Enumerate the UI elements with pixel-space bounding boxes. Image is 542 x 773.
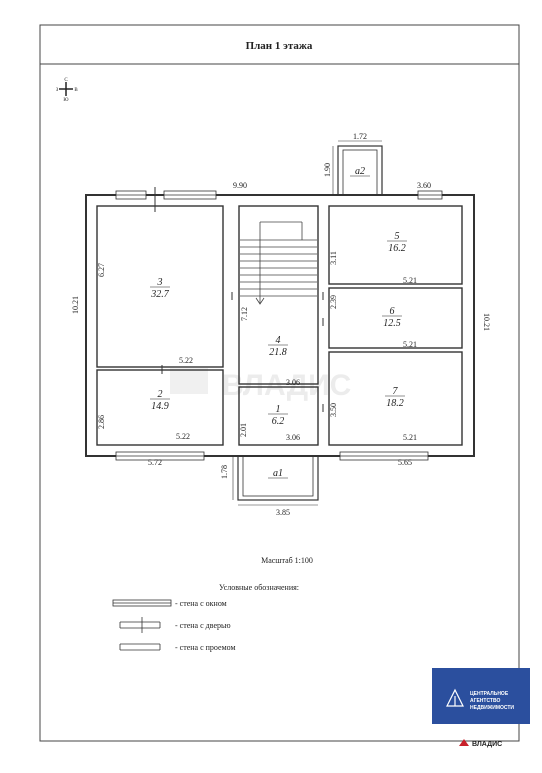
dim-room2-height: 2.86 <box>97 415 106 429</box>
brand-name: ВЛАДИС <box>472 741 502 748</box>
legend-door-label: - стена с дверью <box>175 621 231 630</box>
dim-room7-width: 5.21 <box>403 433 417 442</box>
dim-room5-width: 5.21 <box>403 276 417 285</box>
room-6-number: 6 <box>390 306 395 317</box>
room-4 <box>238 205 319 385</box>
scale-label: Масштаб 1:100 <box>261 556 313 565</box>
legend-window-symbol <box>112 599 172 607</box>
room-5-area: 16.2 <box>388 243 406 254</box>
dim-room3-height: 6.27 <box>97 263 106 277</box>
legend-door-symbol <box>119 617 161 633</box>
room-1-area: 6.2 <box>272 416 285 427</box>
room-7 <box>328 351 463 446</box>
dim-bottom-right: 5.65 <box>398 458 412 467</box>
dim-porch1-depth: 1.78 <box>220 465 229 479</box>
room-5-number: 5 <box>395 231 400 242</box>
staircase <box>240 221 317 305</box>
watermark-text: ВЛАДИС <box>222 369 351 402</box>
dim-right-total: 10.21 <box>482 313 491 331</box>
room-7-area: 18.2 <box>386 398 404 409</box>
badge-line-1: ЦЕНТРАЛЬНОЕ <box>470 691 509 697</box>
porch-a1-label: а1 <box>273 468 283 479</box>
compass-west: З <box>56 88 59 93</box>
dim-room2-width: 5.22 <box>176 432 190 441</box>
dim-room3-width: 5.22 <box>179 356 193 365</box>
dim-top-total: 9.90 <box>233 181 247 190</box>
dim-porch1-width: 3.85 <box>276 508 290 517</box>
compass-north: С <box>64 78 68 83</box>
dim-room5-height: 3.11 <box>329 251 338 265</box>
porch-a2 <box>337 145 383 196</box>
agency-logo-icon <box>446 688 464 707</box>
room-6-area: 12.5 <box>383 318 401 329</box>
dim-room6-width: 5.21 <box>403 340 417 349</box>
room-7-number: 7 <box>393 386 399 397</box>
dim-porch2-depth: 1.90 <box>323 163 332 177</box>
dim-top-right: 3.60 <box>417 181 431 190</box>
brand-logo: ВЛАДИС <box>459 739 502 748</box>
plan-title: План 1 этажа <box>246 40 313 52</box>
compass-south: Ю <box>63 98 68 103</box>
agency-badge: ЦЕНТРАЛЬНОЕ АГЕНТСТВО НЕДВИЖИМОСТИ <box>432 668 530 724</box>
room-6 <box>328 287 463 349</box>
room-3 <box>96 205 224 368</box>
legend-opening-symbol <box>119 643 161 651</box>
dimension-labels: 9.90 3.60 1.72 1.90 10.21 10.21 6.27 5.2… <box>71 132 491 517</box>
badge-line-2: АГЕНТСТВО <box>470 698 500 704</box>
room-2-area: 14.9 <box>151 401 169 412</box>
dim-room6-height: 2.39 <box>329 295 338 309</box>
page-frame <box>39 24 520 742</box>
room-4-area: 21.8 <box>269 347 287 358</box>
legend: Условные обозначения: - стена с окном - … <box>112 583 299 652</box>
legend-opening-label: - стена с проемом <box>175 643 236 652</box>
badge-line-3: НЕДВИЖИМОСТИ <box>470 705 514 711</box>
room-1 <box>238 386 319 446</box>
dim-porch2-width: 1.72 <box>353 132 367 141</box>
dim-room7-height: 3.50 <box>329 403 338 417</box>
legend-heading: Условные обозначения: <box>219 583 299 592</box>
windows <box>115 190 443 461</box>
brand-house-icon <box>459 739 469 746</box>
porch-a1 <box>237 455 319 501</box>
door-marks <box>154 187 324 412</box>
room-2-number: 2 <box>158 389 163 400</box>
room-3-area: 32.7 <box>150 289 170 300</box>
room-1-number: 1 <box>276 404 281 415</box>
dim-left-total: 10.21 <box>71 296 80 314</box>
room-5 <box>328 205 463 285</box>
dim-hall-width: 3.06 <box>286 378 300 387</box>
watermark: ВЛАДИС <box>170 368 351 402</box>
dim-room1-width: 3.06 <box>286 433 300 442</box>
compass-icon: С Ю З В <box>56 78 79 103</box>
compass-east: В <box>74 88 78 93</box>
room-3-number: 3 <box>157 277 163 288</box>
room-4-number: 4 <box>276 335 281 346</box>
dim-hall-height: 7.12 <box>240 307 249 321</box>
room-2 <box>96 369 224 446</box>
dim-room1-height: 2.01 <box>239 423 248 437</box>
legend-window-label: - стена с окном <box>175 599 227 608</box>
dim-bottom-left: 5.72 <box>148 458 162 467</box>
porch-a2-label: а2 <box>355 166 365 177</box>
agency-badge-bg <box>432 668 530 724</box>
